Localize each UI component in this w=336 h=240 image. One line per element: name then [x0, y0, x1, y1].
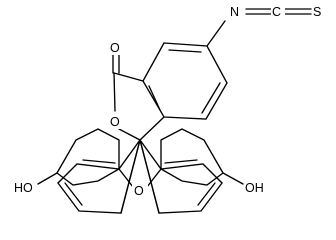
atom-o-carbonyl: O: [110, 41, 120, 55]
bond-o-lactone-to-spiro: [118, 128, 141, 141]
molecule-diagram: N C S O O O HO OH: [13, 3, 326, 214]
upper-ring-inner-bond: [201, 82, 221, 114]
upper-ring-inner-bond: [168, 49, 202, 53]
upper-benzene-ring: [142, 42, 228, 120]
atom-n-ncs: N: [230, 5, 239, 19]
left-ring-back: [120, 139, 141, 214]
atom-o-lactone: O: [110, 115, 120, 129]
xanthene-left-aromatic: [56, 128, 120, 186]
atom-labels: N C S O O O HO OH: [13, 3, 326, 198]
bond-right-ring-to-oh: [222, 172, 244, 185]
left-ring-inner-bond: [82, 159, 116, 164]
bond-o-xanthene-to-right: [146, 168, 162, 188]
right-ring-inner-bond: [197, 182, 216, 206]
atom-c-ncs: C: [272, 5, 281, 19]
left-ring-inner-bond: [64, 182, 83, 206]
atom-o-hydroxy-left: HO: [14, 181, 33, 195]
atom-s-ncs: S: [313, 5, 321, 19]
upper-ring-inner-bond: [148, 85, 161, 111]
xanthene-right-aromatic: [160, 128, 224, 186]
atom-o-xanthene: O: [134, 184, 144, 198]
bond-carbonyl-to-o-lactone: [113, 72, 116, 112]
bond-left-to-o-xanthene: [118, 168, 134, 188]
bond-ring-to-n: [206, 20, 226, 47]
right-ring-back: [139, 139, 160, 214]
right-ring-inner-bond: [164, 159, 198, 164]
atom-o-hydroxy-right: OH: [245, 181, 264, 195]
bond-left-ring-to-oh: [37, 172, 58, 185]
bond-spiro-to-ring: [139, 116, 165, 141]
bond-ring-to-carbonyl: [113, 72, 144, 82]
bonds: [37, 8, 312, 214]
